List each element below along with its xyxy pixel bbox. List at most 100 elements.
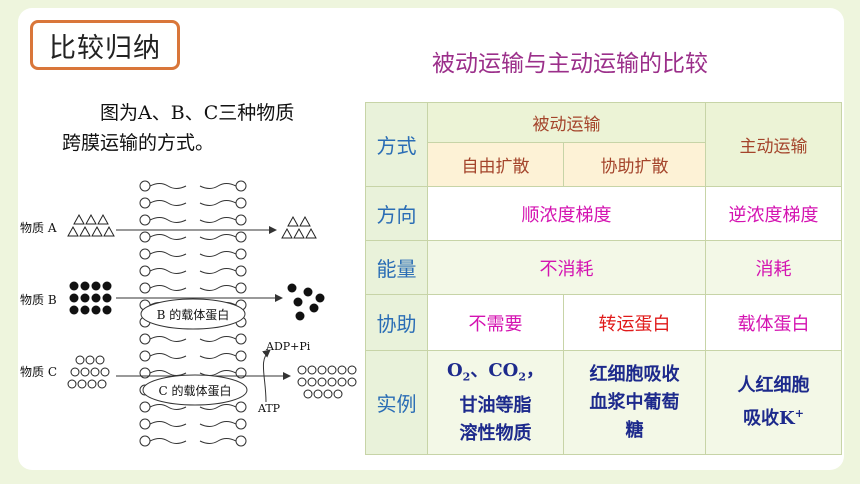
carrier-protein-b [140,298,246,330]
lipid-head [139,197,151,209]
lipid-tail [149,421,187,427]
section-tag: 比较归纳 [30,20,180,70]
label-direction: 方向 [365,186,428,241]
substance-c-circles-outside [67,355,110,389]
example-simple-line-1: O2、CO2， [428,357,563,392]
direction-passive: 顺浓度梯度 [427,186,706,241]
co-text: 、CO [470,360,519,382]
lipid-tail [199,183,237,189]
lipid-tail [199,268,237,274]
example-active: 人红细胞 吸收K+ [705,350,842,455]
lipid-head [235,418,247,430]
adp-label: ADP+Pi [265,340,311,353]
carrier-c-label: C 的载体蛋白 [159,383,232,398]
k-text: 吸收K [743,408,795,429]
substance-b-label: 物质 B [20,293,57,307]
slide-title: 被动运输与主动运输的比较 [432,51,708,77]
lipid-tail [149,285,187,291]
description-line-1: 图为A、B、C三种物质 [62,98,352,128]
substance-c-label: 物质 C [20,365,57,379]
membrane-transport-diagram: 物质 A 物质 B 物质 C B 的载体蛋白 [20,180,357,447]
lipid-head [235,197,247,209]
lipid-tail [199,438,237,444]
lipid-tail [149,217,187,223]
lipid-tail [149,404,187,410]
assistance-simple: 不需要 [427,294,564,351]
example-facilitated-line-2: 血浆中葡萄 [589,391,680,413]
lipid-head [235,401,247,413]
lipid-head [235,282,247,294]
substance-a-triangles-outside [67,213,115,237]
lipid-head [235,180,247,192]
lipid-head [235,435,247,447]
header-active: 主动运输 [705,102,842,187]
lipid-head [139,214,151,226]
k-superscript: + [794,407,804,420]
example-facilitated: 红细胞吸收 血浆中葡萄 糖 [563,350,706,455]
lipid-head [139,265,151,277]
substance-c-circles-inside [297,365,357,399]
lipid-tail [199,353,237,359]
atp-arrow [262,349,271,403]
energy-passive: 不消耗 [427,240,706,295]
header-passive: 被动运输 [427,102,706,143]
lipid-head [139,180,151,192]
label-energy: 能量 [365,240,428,295]
lipid-tail [199,421,237,427]
co-subscript: 2 [518,370,526,384]
label-assistance: 协助 [365,294,428,351]
direction-active: 逆浓度梯度 [705,186,842,241]
assistance-facilitated: 转运蛋白 [563,294,706,351]
lipid-tail [199,370,237,376]
lipid-tail [199,251,237,257]
lipid-tail [199,404,237,410]
lipid-head [235,231,247,243]
lipid-tail [199,217,237,223]
lipid-tail [149,234,187,240]
description: 图为A、B、C三种物质 跨膜运输的方式。 [62,98,352,158]
lipid-tail [149,183,187,189]
lipid-head [139,231,151,243]
lipid-head [235,214,247,226]
example-simple-line-3: 溶性物质 [459,422,532,444]
label-examples: 实例 [365,350,428,455]
example-active-line-1: 人红细胞 [737,375,810,396]
label-mode: 方式 [365,102,428,187]
substance-b-dots-inside [287,283,325,321]
substance-b-dots-outside [69,281,112,315]
header-facilitated-diffusion: 协助扩散 [563,142,706,187]
example-simple-line-2: 甘油等脂 [459,394,532,416]
lipid-head [139,418,151,430]
lipid-head [139,435,151,447]
lipid-head [235,333,247,345]
lipid-head [235,248,247,260]
lipid-tail [199,285,237,291]
description-line-1-text: 图为A、B、C三种物质 [100,102,295,124]
lipid-tail [199,336,237,342]
example-facilitated-line-1: 红细胞吸收 [589,363,680,385]
lipid-head [139,350,151,362]
lipid-tail [149,353,187,359]
carrier-b-label: B 的载体蛋白 [157,307,230,322]
energy-active: 消耗 [705,240,842,295]
lipid-tail [199,200,237,206]
o-text: O [446,360,463,382]
lipid-tail [199,234,237,240]
lipid-head [139,333,151,345]
lipid-tail [149,438,187,444]
lipid-head [235,350,247,362]
lipid-tail [149,268,187,274]
lipid-head [139,282,151,294]
atp-label: ATP [257,402,281,415]
lipid-tail [149,336,187,342]
lipid-head [235,265,247,277]
comparison-table: 方式 被动运输 主动运输 自由扩散 协助扩散 方向 顺浓度梯度 逆浓度梯度 能量… [365,102,842,455]
lipid-tail [149,200,187,206]
lipid-tail [149,370,187,376]
substance-a-triangles-inside [281,215,317,239]
lipid-head [139,401,151,413]
example-facilitated-line-3: 糖 [625,419,644,441]
comma-text: ， [526,360,544,382]
example-simple: O2、CO2， 甘油等脂 溶性物质 [427,350,564,455]
